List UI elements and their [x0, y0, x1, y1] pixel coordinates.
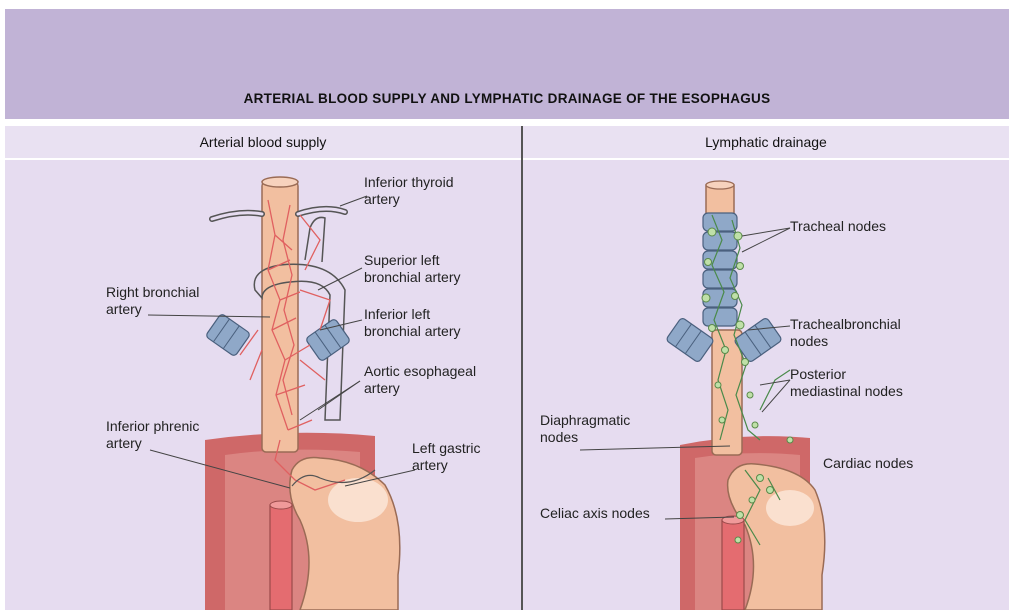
label-inferior-thyroid-artery: Inferior thyroid artery: [364, 174, 453, 208]
label-inferior-left-bronchial-artery: Inferior left bronchial artery: [364, 306, 461, 340]
label-diaphragmatic-nodes: Diaphragmatic nodes: [540, 412, 630, 446]
label-superior-left-bronchial-artery: Superior left bronchial artery: [364, 252, 461, 286]
label-aortic-esophageal-artery: Aortic esophageal artery: [364, 363, 476, 397]
label-left-gastric-artery: Left gastric artery: [412, 440, 480, 474]
label-trachealbronchial-nodes: Trachealbronchial nodes: [790, 316, 901, 350]
label-tracheal-nodes: Tracheal nodes: [790, 218, 886, 235]
label-right-bronchial-artery: Right bronchial artery: [106, 284, 199, 318]
label-cardiac-nodes: Cardiac nodes: [823, 455, 913, 472]
label-inferior-phrenic-artery: Inferior phrenic artery: [106, 418, 199, 452]
label-celiac-axis-nodes: Celiac axis nodes: [540, 505, 650, 522]
label-posterior-mediastinal-nodes: Posterior mediastinal nodes: [790, 366, 903, 400]
